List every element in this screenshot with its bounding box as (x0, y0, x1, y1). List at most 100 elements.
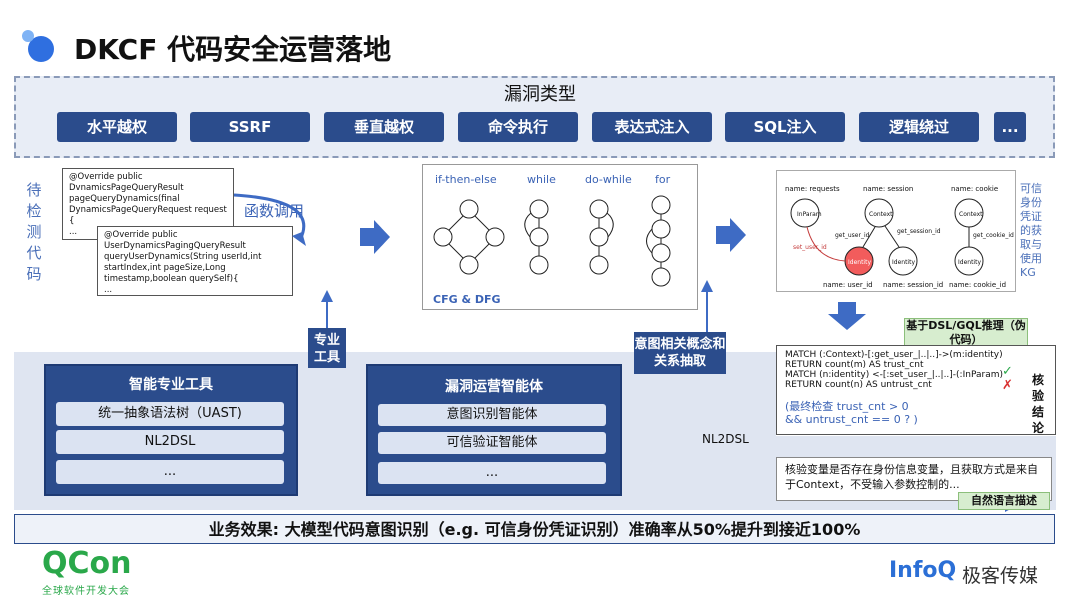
kg-top-label: name: requests (785, 185, 840, 193)
knowledge-graph-box: name: requests name: session name: cooki… (776, 170, 1016, 292)
code-line: DvnamicsPageQueryResult (69, 183, 184, 193)
vuln-type-command-exec: 命令执行 (458, 112, 578, 142)
cfg-dfg-box: if-then-else while do-while for (422, 164, 698, 310)
agent-item-more: ... (378, 462, 606, 484)
vuln-type-horizontal-privilege: 水平越权 (57, 112, 177, 142)
dsl-line: MATCH (:Context)-[:get_user_|..|..]->(m:… (785, 350, 1003, 360)
code-line: startIndex,int pageSize,Long (104, 263, 226, 273)
graph-node (651, 243, 671, 263)
arrow-right-icon (730, 218, 746, 252)
graph-node (651, 219, 671, 239)
tool-item-nl2dsl: NL2DSL (56, 430, 284, 454)
arrow-stem-down (838, 302, 856, 314)
code-line: UserDynamicsPagingQueryResult (104, 241, 246, 251)
kg-edge-label: get_cookie_id (973, 232, 1014, 239)
graph-edge (448, 243, 464, 259)
code-line: ... (104, 285, 113, 295)
function-call-arrow (233, 193, 306, 241)
vuln-type-vertical-privilege: 垂直越权 (324, 112, 444, 142)
cfg-graphs: if-then-else while do-while for (433, 173, 671, 306)
kg-top-label: name: cookie (951, 185, 998, 193)
uast-to-tool-arrowhead (321, 290, 333, 302)
kg-bottom-label: name: cookie_id (949, 281, 1006, 289)
cfg-caption: CFG & DFG (433, 293, 501, 306)
graph-node (459, 255, 479, 275)
intent-extraction-tag: 意图相关概念和关系抽取 (634, 332, 726, 374)
graph-edge (474, 215, 490, 231)
professional-tool-tag: 专业工具 (308, 328, 346, 368)
logo-dot-icon (28, 36, 54, 62)
kg-node-label: Identity (892, 259, 915, 266)
kg-node-label: Identity (958, 259, 981, 266)
kg-edge-label: set_user_id (793, 244, 827, 251)
agent-item-intent: 意图识别智能体 (378, 404, 606, 426)
code-line: queryUserDynamics(String userId,int (104, 252, 262, 262)
kg-bottom-label: name: user_id (823, 281, 873, 289)
graph-edge (646, 228, 653, 254)
graph-edge (524, 212, 532, 238)
arrow-down-icon (828, 314, 866, 330)
graph-node (529, 199, 549, 219)
tool-item-uast: 统一抽象语法树（UAST) (56, 402, 284, 426)
graph-node (529, 227, 549, 247)
tool-item-more: ... (56, 460, 284, 484)
code-line: pageQueryDynamics(final (69, 194, 180, 204)
kg-bottom-label: name: session_id (883, 281, 943, 289)
graph-node (459, 199, 479, 219)
kg-edge-label: get_session_id (897, 228, 941, 235)
vuln-agent-title: 漏洞运营智能体 (445, 379, 543, 395)
smart-tools-title: 智能专业工具 (129, 377, 213, 393)
natural-language-tag: 自然语言描述 (958, 492, 1050, 510)
cfg-label-do-while: do-while (585, 173, 632, 186)
final-check-line: && untrust_cnt == 0 ? ) (785, 413, 918, 426)
graph-node (651, 267, 671, 287)
vuln-type-expression-injection: 表达式注入 (592, 112, 712, 142)
vuln-type-logic-bypass: 逻辑绕过 (859, 112, 979, 142)
kg-node-label: Identity (848, 259, 871, 266)
cfg-label-for: for (655, 173, 671, 186)
kg-edge (884, 225, 900, 248)
intent-arrowhead (701, 280, 713, 292)
kg-top-label: name: session (863, 185, 913, 193)
code-line: ... (69, 227, 78, 237)
kg-edge-label: get_user_id (835, 232, 870, 239)
qcon-subtitle: 全球软件开发大会 (42, 586, 130, 597)
kg-side-label: 可信身份凭证的获取与使用KG (1020, 182, 1042, 279)
arrow-stem-1 (360, 228, 376, 246)
kg-node-label: InParam (797, 211, 822, 218)
code-line: timestamp,boolean querySelf){ (104, 274, 239, 284)
code-snippet-2: @Override public UserDynamicsPagingQuery… (97, 226, 293, 296)
logo-dot-small-icon (22, 30, 34, 42)
dsl-line: RETURN count(n) AS untrust_cnt (785, 380, 932, 390)
graph-edge (448, 215, 464, 231)
cfg-label-if: if-then-else (435, 173, 497, 186)
code-under-test-label: 待检测代码 (26, 181, 42, 283)
cfg-label-while: while (527, 173, 556, 186)
graph-edge (474, 243, 490, 259)
kg-node-label: Context (959, 211, 983, 218)
nl2dsl-label: NL2DSL (702, 432, 749, 446)
graph-node (589, 227, 609, 247)
cross-icon: ✗ (1002, 378, 1013, 393)
graph-node (651, 195, 671, 215)
agent-item-verify: 可信验证智能体 (378, 432, 606, 454)
dsl-query-box: MATCH (:Context)-[:get_user_|..|..]->(m:… (776, 345, 1056, 435)
kg-graph: name: requests name: session name: cooki… (785, 185, 1014, 289)
code-line: @Override public (104, 230, 178, 240)
arrow-right-icon (374, 220, 390, 254)
kg-node-identity (888, 246, 918, 276)
graph-node (589, 199, 609, 219)
kg-node-inparam (790, 198, 820, 228)
final-check-line: (最终检查 trust_cnt > 0 (785, 400, 909, 413)
verification-result-label: 核验结论 (1031, 373, 1044, 435)
dsl-line: RETURN count(m) AS trust_cnt (785, 360, 924, 370)
dsl-gql-tag: 基于DSL/GQL推理（伪代码） (904, 318, 1028, 348)
graph-node (485, 227, 505, 247)
vuln-type-ssrf: SSRF (190, 112, 310, 142)
geekbang-logo: 极客传媒 (962, 565, 1039, 587)
dsl-line: MATCH (n:identity) <-[:set_user_|..|..]-… (785, 370, 1003, 380)
kg-node-label: Context (869, 211, 893, 218)
code-line: @Override public (69, 172, 143, 182)
check-icon: ✓ (1002, 364, 1013, 379)
kg-edge (862, 226, 876, 248)
